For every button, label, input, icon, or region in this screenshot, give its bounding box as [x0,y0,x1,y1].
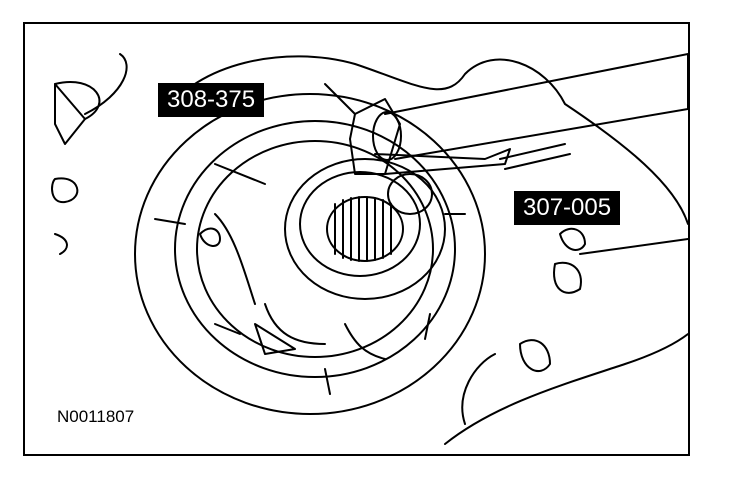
mount-lug-lower [519,339,551,373]
housing-lower-outline [444,333,688,445]
shaft-hub [387,173,433,215]
figure-id: N0011807 [57,407,135,426]
drain-plug [559,227,586,251]
seal-bore [299,171,421,277]
pump-housing [284,158,446,300]
tool-label-307-005: 307-005 [514,191,621,225]
left-bracket-lower [51,177,79,204]
technical-illustration [51,53,688,445]
shaft-splines [326,196,404,262]
tool-label-308-375: 308-375 [158,83,265,117]
housing-outline [164,55,688,225]
tool-handle [384,53,688,160]
figure-frame: 308-375 307-005 N0011807 [23,22,690,456]
case-inner-ring [196,140,434,358]
mount-lug-upper [553,261,582,294]
case-flange [174,120,456,378]
case-outer [134,93,486,415]
left-bracket-upper [54,83,86,145]
tool-handle-end [372,111,402,161]
